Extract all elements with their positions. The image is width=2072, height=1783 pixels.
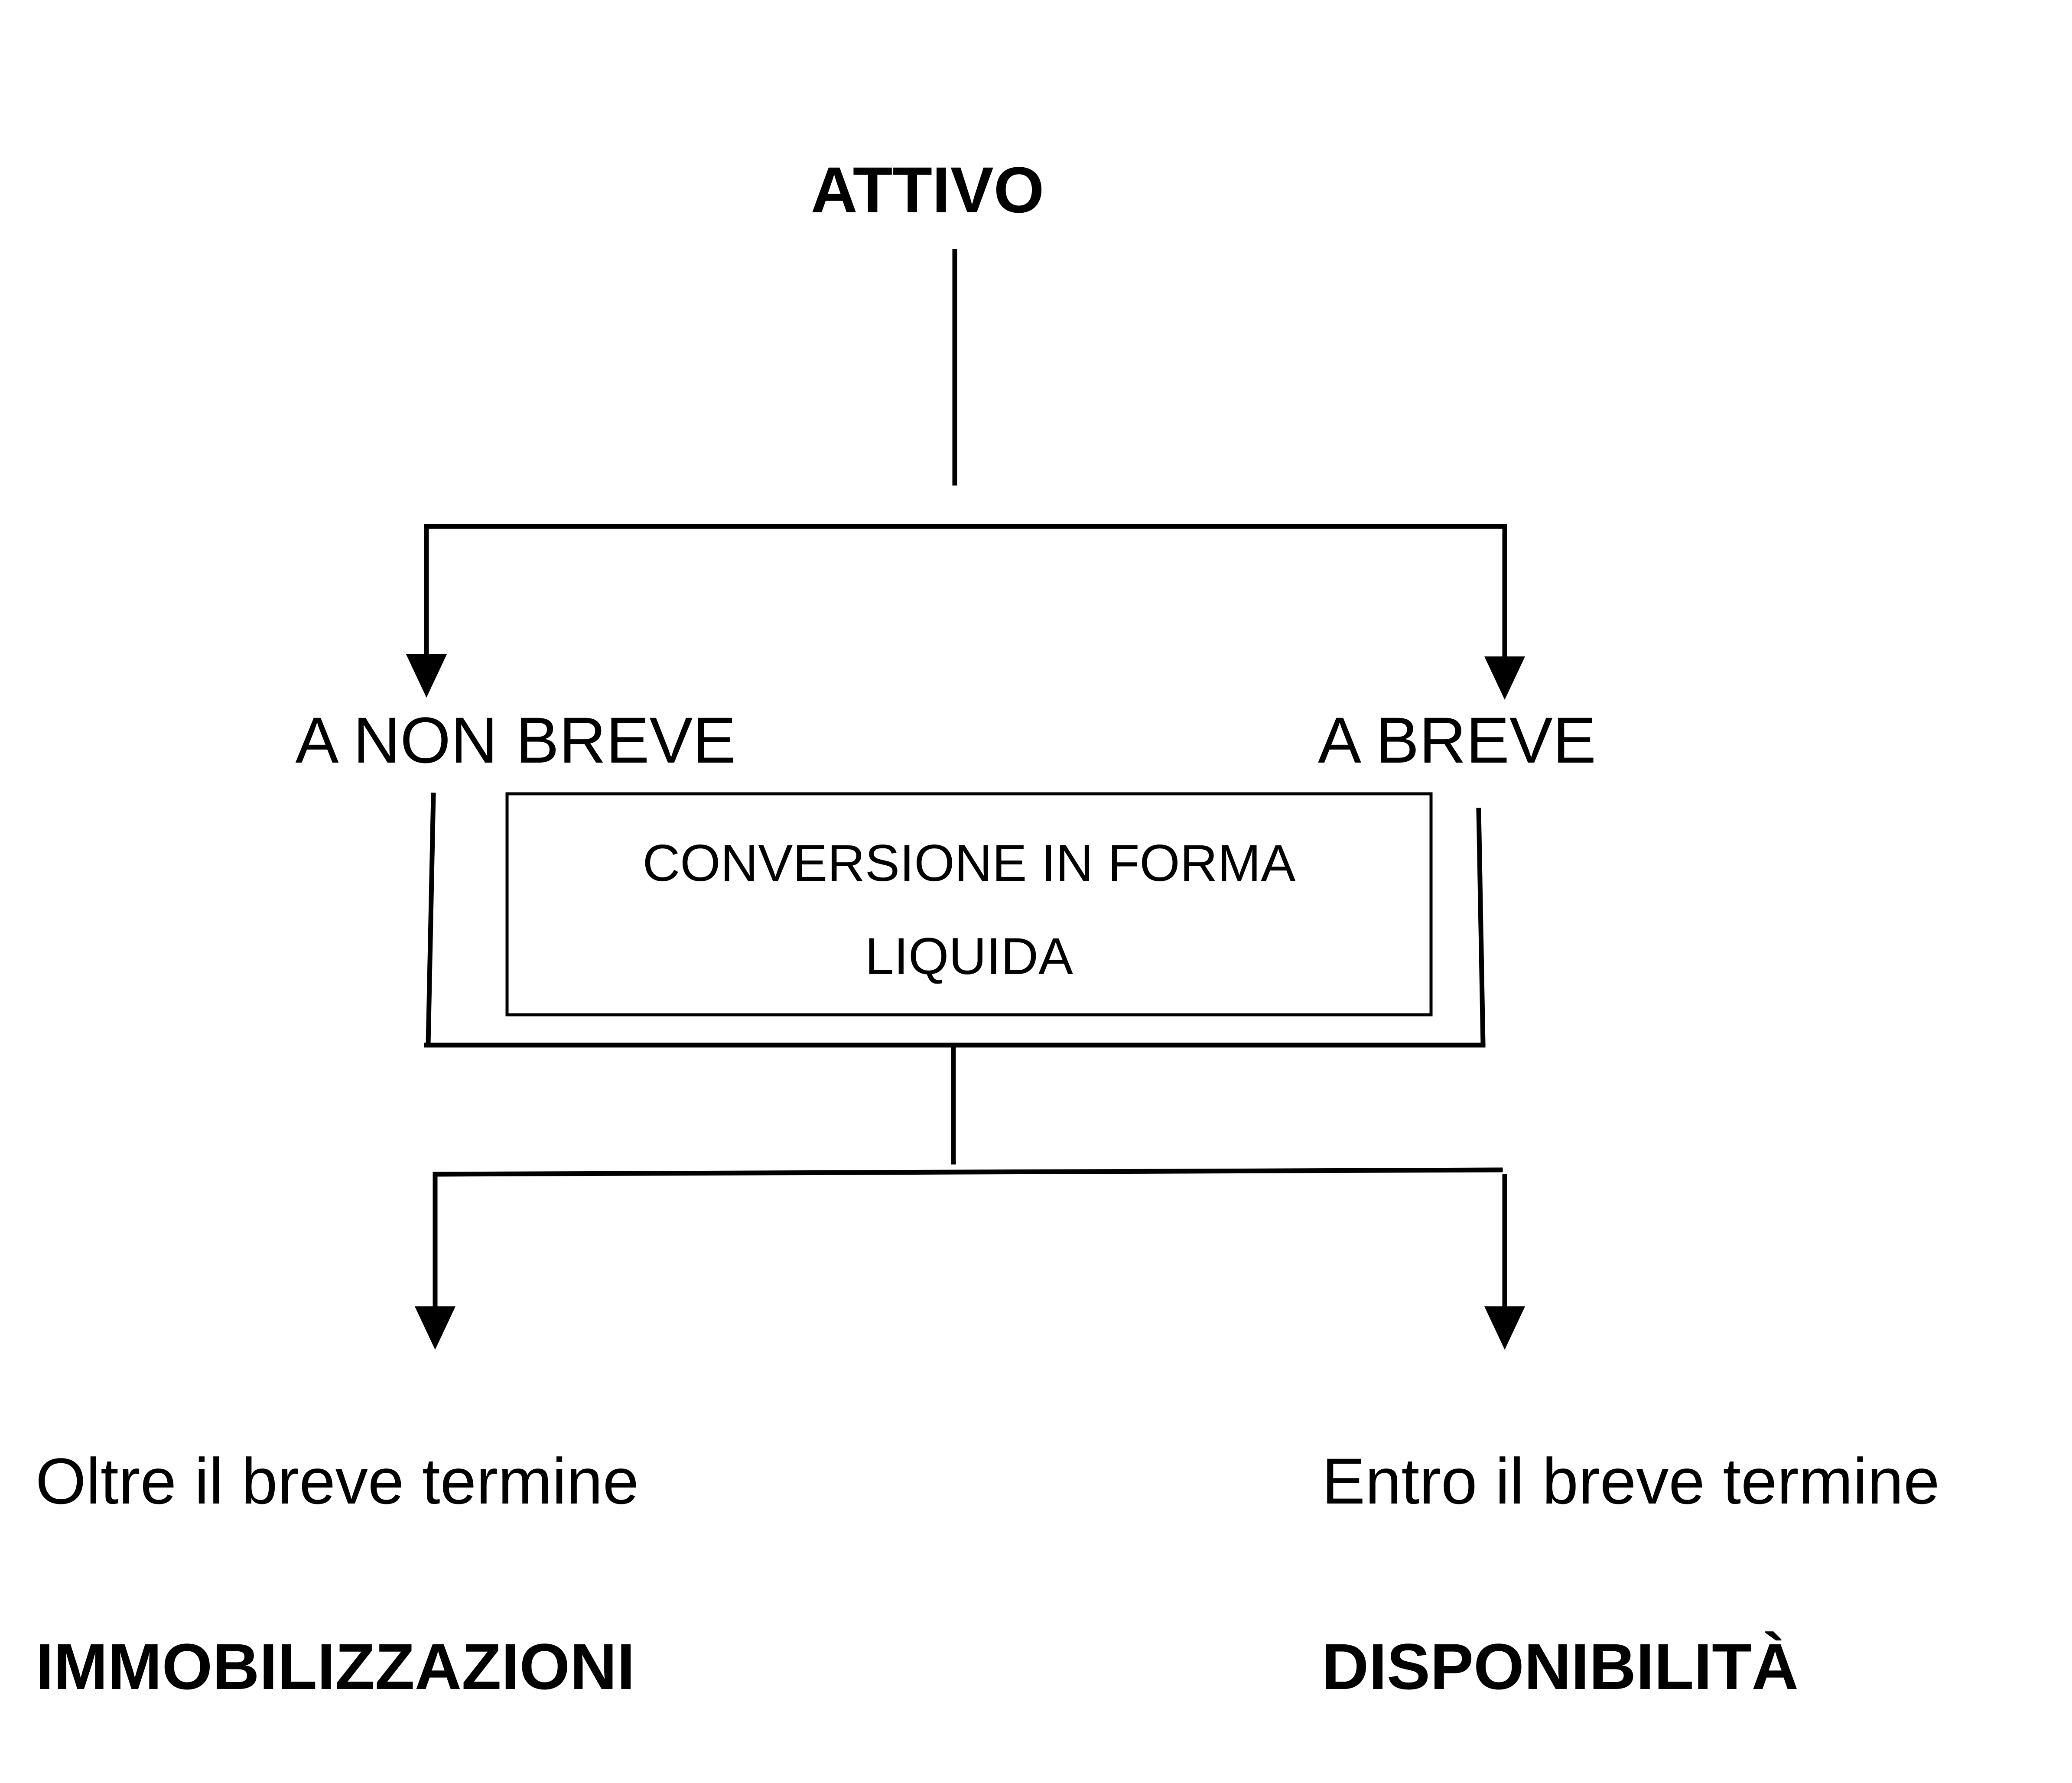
top-right-arrow-head xyxy=(1484,656,1525,700)
outcome-right-description: Entro il breve termine xyxy=(1322,1445,1940,1517)
conversion-box xyxy=(505,792,1433,1017)
bracket-left-side xyxy=(426,792,436,1047)
bracket-right-side xyxy=(1476,808,1486,1047)
bottom-right-arrow-head xyxy=(1484,1306,1525,1350)
bottom-split-bar xyxy=(433,1167,1503,1177)
conversion-box-line2: LIQUIDA xyxy=(865,927,1073,985)
outcome-left-description: Oltre il breve termine xyxy=(36,1445,639,1517)
bottom-left-arrow-head xyxy=(415,1306,455,1350)
top-left-arrow-head xyxy=(406,654,447,698)
conversion-box-line1: CONVERSIONE IN FORMA xyxy=(643,834,1296,892)
branch-left-label: A NON BREVE xyxy=(296,704,736,776)
branch-right-label: A BREVE xyxy=(1318,704,1596,776)
root-label: ATTIVO xyxy=(811,153,1044,226)
outcome-left-category: IMMOBILIZZAZIONI xyxy=(36,1630,635,1703)
outcome-right-category: DISPONIBILITÀ xyxy=(1322,1630,1799,1703)
